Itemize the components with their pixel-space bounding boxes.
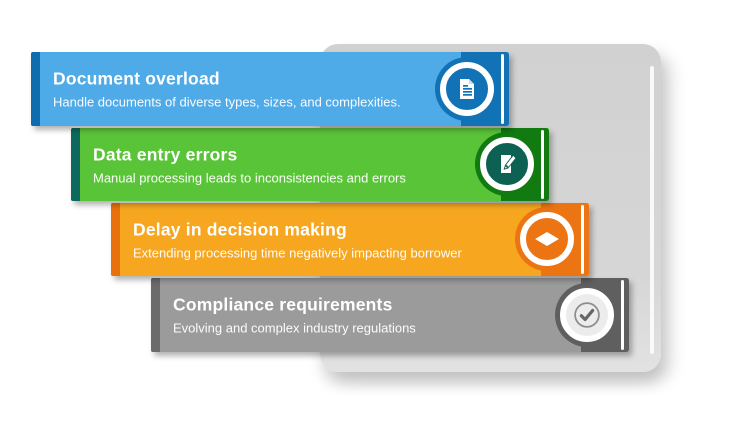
banner-compliance: Compliance requirements Evolving and com… bbox=[151, 278, 629, 352]
banner-left-stripe bbox=[111, 203, 120, 276]
banner-end-divider bbox=[541, 130, 544, 199]
banner-title: Delay in decision making bbox=[133, 219, 347, 239]
check-icon bbox=[560, 288, 614, 342]
banner-subtitle: Handle documents of diverse types, sizes… bbox=[53, 94, 401, 110]
banner-subtitle: Manual processing leads to inconsistenci… bbox=[93, 170, 406, 185]
banner-delay-decision: Delay in decision making Extending proce… bbox=[111, 203, 589, 276]
banner-title: Document overload bbox=[53, 68, 220, 89]
diamond-eye-icon bbox=[520, 212, 574, 266]
banner-subtitle: Evolving and complex industry regulation… bbox=[173, 320, 416, 336]
document-icon bbox=[440, 62, 494, 116]
banner-end-divider bbox=[581, 205, 584, 274]
banner-text: Compliance requirements Evolving and com… bbox=[173, 295, 548, 336]
banner-end-divider bbox=[501, 54, 504, 124]
banner-text: Data entry errors Manual processing lead… bbox=[93, 144, 468, 185]
banner-subtitle: Extending processing time negatively imp… bbox=[133, 245, 462, 260]
banner-text: Delay in decision making Extending proce… bbox=[133, 219, 508, 260]
banner-left-stripe bbox=[151, 278, 160, 352]
banner-left-stripe bbox=[71, 128, 80, 201]
banner-data-entry-errors: Data entry errors Manual processing lead… bbox=[71, 128, 549, 201]
banner-left-stripe bbox=[31, 52, 40, 126]
banner-text: Document overload Handle documents of di… bbox=[53, 69, 428, 110]
banner-document-overload: Document overload Handle documents of di… bbox=[31, 52, 509, 126]
panel-edge-highlight bbox=[650, 66, 654, 354]
banner-end-divider bbox=[621, 280, 624, 350]
document-edit-icon bbox=[480, 137, 534, 191]
banner-title: Data entry errors bbox=[93, 144, 238, 164]
banner-title: Compliance requirements bbox=[173, 294, 393, 315]
